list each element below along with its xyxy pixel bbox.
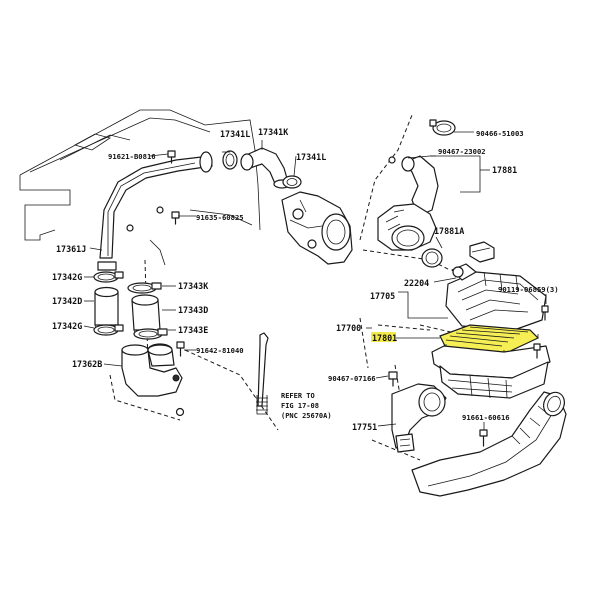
bolt-90119-06859 <box>533 305 549 359</box>
reference-note-line3: (PNC 25670A) <box>281 412 332 420</box>
thermostat-housing <box>281 191 353 265</box>
engine-block-outline <box>19 109 261 266</box>
hose-17343D <box>131 294 161 336</box>
hose-clamp-17343E <box>133 328 168 340</box>
sensor-22204-connector <box>469 241 495 263</box>
part-labels: 17341L 17341K 17341L 91621-B0816 91635-6… <box>52 127 559 432</box>
intake-duct-17751 <box>411 391 567 497</box>
dashed-group-boundaries <box>109 114 456 461</box>
label-90466-51003: 90466-51003 <box>476 129 524 138</box>
air-cleaner-case <box>431 345 551 399</box>
label-90119-06859: 90119-06859(3) <box>498 285 559 294</box>
hose-clamp-90466-51003 <box>429 119 456 136</box>
label-17343D: 17343D <box>178 305 208 315</box>
label-17362B: 17362B <box>72 359 102 369</box>
label-91642-81040: 91642-81040 <box>196 346 244 355</box>
label-17881A: 17881A <box>434 226 464 236</box>
label-17751: 17751 <box>352 422 377 432</box>
label-90467-07166: 90467-07166 <box>328 374 376 383</box>
label-17705: 17705 <box>370 291 395 301</box>
elbow-pipe-17362B <box>121 343 183 397</box>
hose-clamp-17342G-upper <box>93 271 124 283</box>
hose-clamp-17341L-lower <box>282 175 302 189</box>
hose-clamp-17342G-lower <box>93 324 124 336</box>
hose-17342D <box>94 286 119 330</box>
label-17801-highlight <box>371 332 396 342</box>
leader-lines <box>83 131 547 430</box>
bolt-91635-60825 <box>171 211 180 225</box>
label-17342G-lower: 17342G <box>52 321 82 331</box>
hose-clamp-17341L-upper <box>222 150 238 170</box>
label-17341K: 17341K <box>258 127 289 137</box>
intake-duct-large <box>377 203 437 251</box>
label-17801: 17801 <box>372 333 397 343</box>
coolant-pipe-17361J <box>97 151 213 271</box>
resonator-bracket <box>391 383 447 453</box>
label-17343K: 17343K <box>178 281 209 291</box>
label-91621-B0816: 91621-B0816 <box>108 152 156 161</box>
reference-note-line2: FIG 17-08 <box>281 402 319 410</box>
label-17343E: 17343E <box>178 325 208 335</box>
hose-clamp-17343K <box>127 282 162 294</box>
label-91661-60616: 91661-60616 <box>462 413 510 422</box>
reference-note-line1: REFER TO <box>281 392 315 400</box>
label-17341L-upper: 17341L <box>220 129 250 139</box>
bolt-91661-60616 <box>479 429 488 447</box>
label-17342D: 17342D <box>52 296 82 306</box>
label-17700: 17700 <box>336 323 361 333</box>
hose-clamp-17881A <box>421 248 443 268</box>
label-17881: 17881 <box>492 165 517 175</box>
label-91635-60825: 91635-60825 <box>196 213 244 222</box>
label-17341L-lower: 17341L <box>296 152 326 162</box>
small-bolts-left <box>126 206 185 417</box>
label-17361J: 17361J <box>56 244 86 254</box>
oil-dipstick-guide <box>256 332 269 415</box>
air-cleaner-cap-17705 <box>445 263 547 331</box>
clip-90467-07166 <box>388 371 398 387</box>
label-22204: 22204 <box>404 278 429 288</box>
bolt-91642-81040 <box>176 341 185 357</box>
label-90467-23002: 90467-23002 <box>438 147 486 156</box>
label-17342G-upper: 17342G <box>52 272 82 282</box>
